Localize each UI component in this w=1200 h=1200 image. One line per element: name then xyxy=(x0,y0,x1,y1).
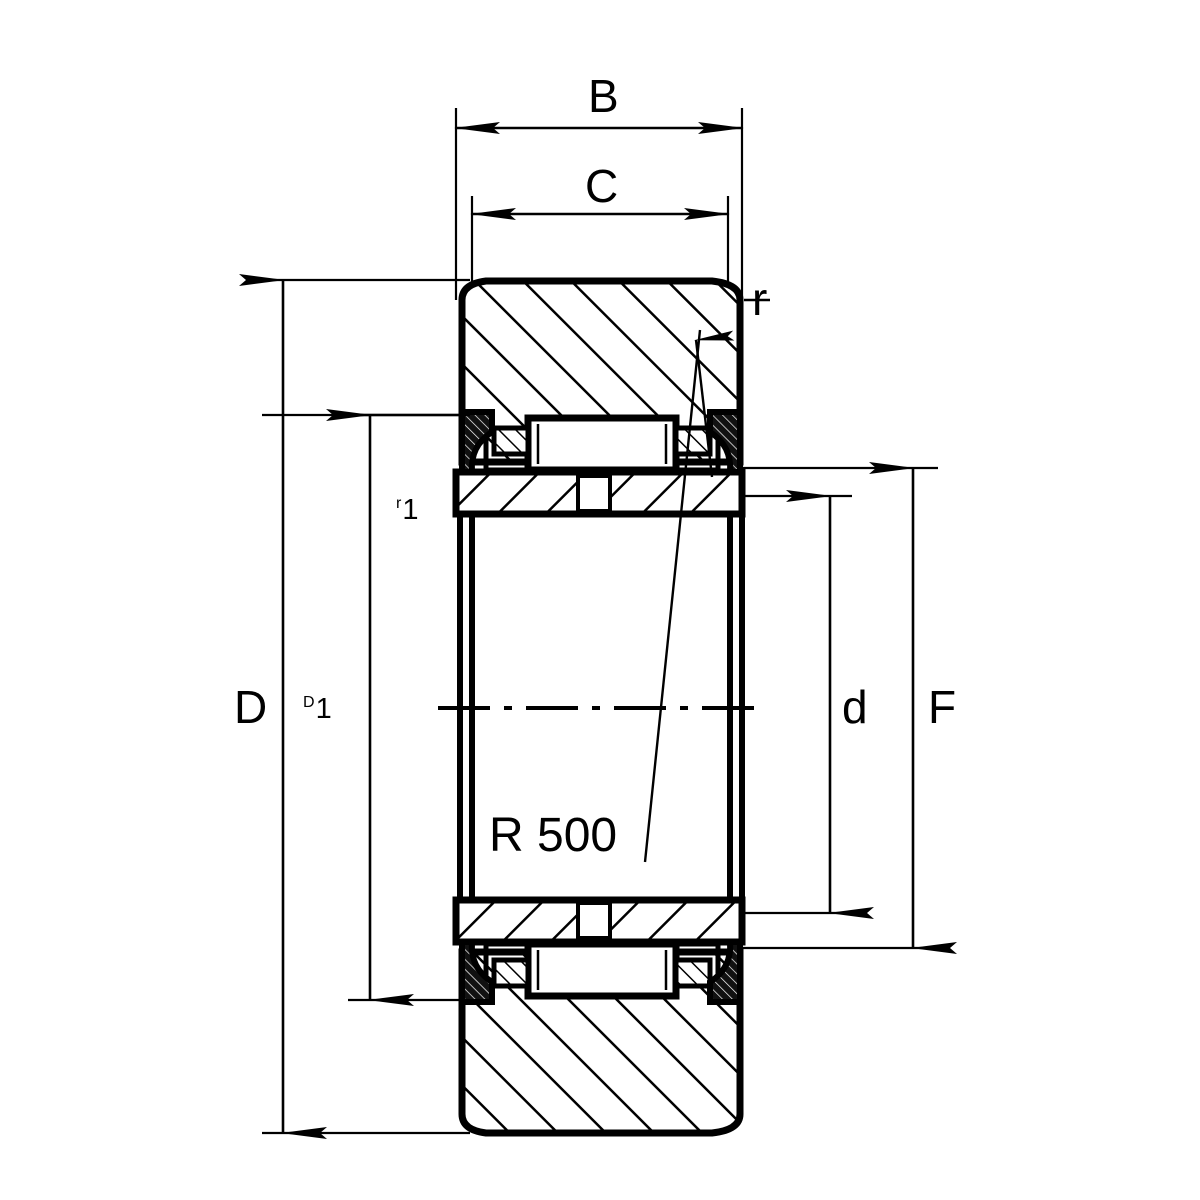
cage-upper xyxy=(483,425,721,473)
dimension-label-r1-sub: 1 xyxy=(402,494,419,526)
dimension-label-r1-base: r xyxy=(396,495,402,512)
crown-radius-label: R 500 xyxy=(489,809,618,862)
leader-lines xyxy=(348,298,770,863)
dimension-label-F: F xyxy=(928,681,957,733)
dimension-label-D: D xyxy=(234,681,268,733)
seal-lower-right xyxy=(707,939,743,1005)
dimension-label-D1: D1 xyxy=(303,684,332,724)
inner-ring-upper xyxy=(452,468,746,518)
needle-roller-upper xyxy=(524,414,680,474)
seal-upper-right xyxy=(707,409,743,475)
dimension-lines xyxy=(239,122,957,1139)
leader-r xyxy=(694,330,735,478)
dimension-label-r1: r1 xyxy=(396,485,418,525)
dimension-label-d: d xyxy=(842,681,868,733)
inner-ring-lower xyxy=(452,896,746,946)
dimension-label-C: C xyxy=(585,160,619,212)
dimension-label-D1-sub: 1 xyxy=(315,693,332,725)
dimension-label-r: r xyxy=(752,273,768,325)
cage-lower xyxy=(483,941,721,989)
dimension-label-D1-base: D xyxy=(303,694,315,711)
dimension-label-B: B xyxy=(588,70,619,122)
seal-upper-left xyxy=(459,409,495,475)
needle-roller-lower xyxy=(524,940,680,1000)
leader-R500 xyxy=(643,329,702,863)
seal-lower-left xyxy=(459,939,495,1005)
